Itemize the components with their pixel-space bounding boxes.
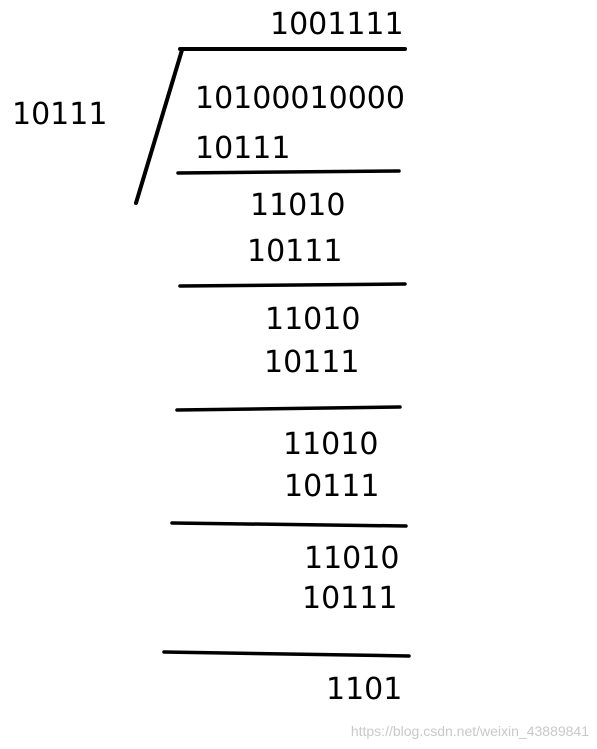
subtraction-rule-5 [162,650,411,658]
remainder-4: 11010 [304,541,400,576]
subtraction-rule-3 [175,405,402,412]
remainder-2: 11010 [265,302,361,337]
final-remainder: 1101 [326,672,403,707]
remainder-1: 11010 [250,188,346,223]
quotient: 1001111 [270,7,404,42]
subtraction-rule-4 [170,521,408,528]
division-bracket-slash [134,48,184,205]
subtraction-rule-1 [176,169,401,175]
subtraction-rule-2 [178,282,407,288]
subtrahend-4: 10111 [284,469,380,504]
divisor: 10111 [12,97,108,132]
watermark-text: https://blog.csdn.net/weixin_43889841 [350,723,589,739]
subtrahend-5: 10111 [302,581,398,616]
subtrahend-2: 10111 [247,234,343,269]
subtrahend-1: 10111 [195,131,291,166]
dividend: 10100010000 [195,81,405,116]
subtrahend-3: 10111 [264,345,360,380]
remainder-3: 11010 [283,427,379,462]
